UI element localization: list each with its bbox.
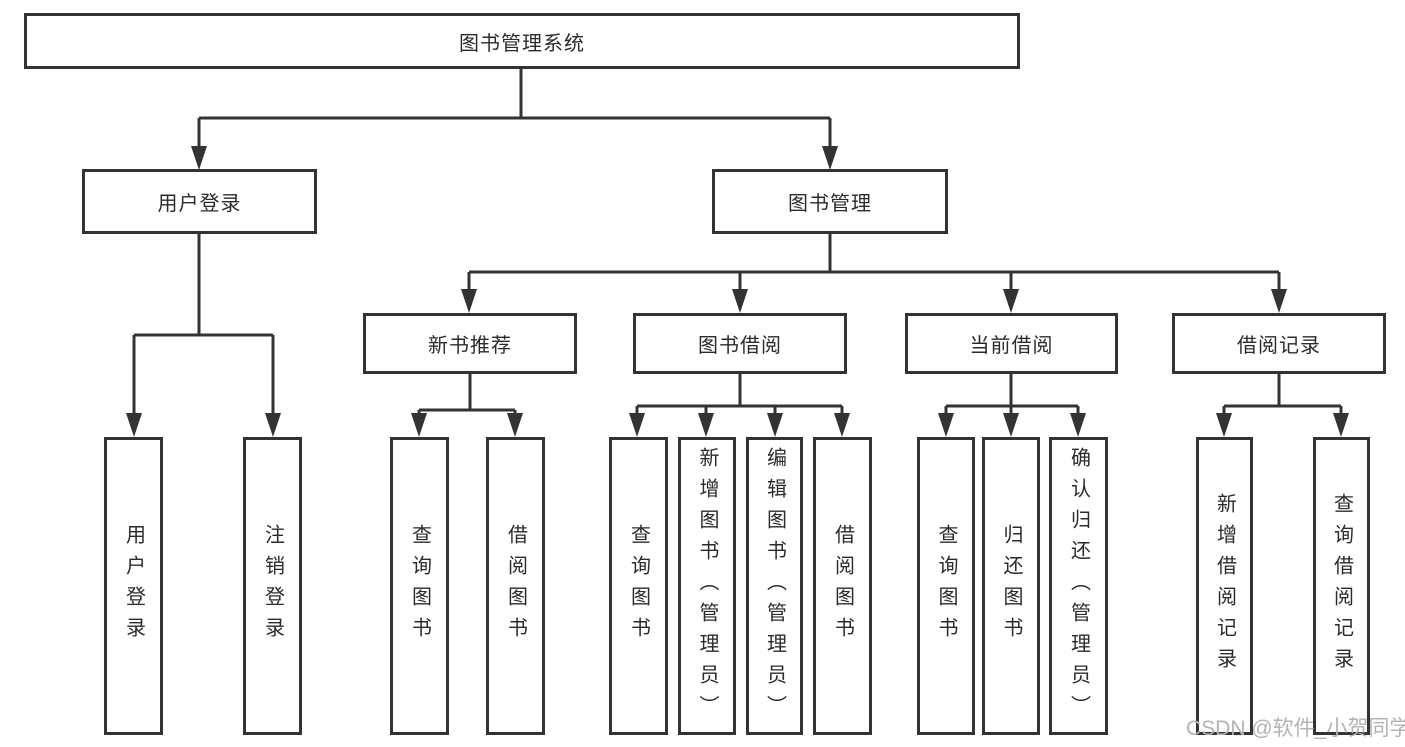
leaf-label: 新增图书（管理员）: [696, 446, 718, 726]
leaf-confirm-return-admin: 确认归还（管理员）: [1049, 437, 1108, 735]
node-book-borrow: 图书借阅: [633, 313, 847, 374]
node-user-login-branch: 用户登录: [82, 169, 317, 234]
node-root: 图书管理系统: [24, 13, 1020, 69]
leaf-label: 查询图书: [935, 524, 957, 648]
node-borrow-records: 借阅记录: [1172, 313, 1386, 374]
node-current-borrow: 当前借阅: [905, 313, 1118, 374]
leaf-borrow-books-recommend: 借阅图书: [486, 437, 545, 735]
leaf-return-book: 归还图书: [982, 437, 1040, 735]
leaf-user-login: 用户登录: [104, 437, 163, 735]
leaf-label: 新增借阅记录: [1213, 493, 1236, 679]
leaf-borrow-book: 借阅图书: [813, 437, 872, 735]
leaf-logout: 注销登录: [243, 437, 302, 735]
leaf-label: 编辑图书（管理员）: [763, 446, 786, 726]
leaf-query-books-borrow: 查询图书: [609, 437, 668, 735]
leaf-label: 查询图书: [408, 524, 431, 648]
leaf-label: 借阅图书: [504, 524, 527, 648]
node-new-book-recommend: 新书推荐: [363, 313, 577, 374]
leaf-label: 确认归还（管理员）: [1067, 446, 1090, 726]
csdn-watermark: CSDN @软件_小贺同学: [1186, 717, 1405, 740]
leaf-query-borrow-record: 查询借阅记录: [1313, 437, 1370, 735]
leaf-query-books-recommend: 查询图书: [390, 437, 449, 735]
node-book-management: 图书管理: [712, 169, 948, 234]
leaf-label: 查询图书: [627, 524, 650, 648]
leaf-label: 查询借阅记录: [1330, 493, 1353, 679]
leaf-label: 用户登录: [122, 524, 145, 648]
leaf-add-borrow-record: 新增借阅记录: [1196, 437, 1253, 735]
leaf-label: 归还图书: [1000, 524, 1022, 648]
leaf-query-books-current: 查询图书: [917, 437, 975, 735]
leaf-label: 注销登录: [261, 524, 284, 648]
leaf-label: 借阅图书: [831, 524, 854, 648]
leaf-edit-book-admin: 编辑图书（管理员）: [746, 437, 803, 735]
leaf-add-book-admin: 新增图书（管理员）: [678, 437, 736, 735]
